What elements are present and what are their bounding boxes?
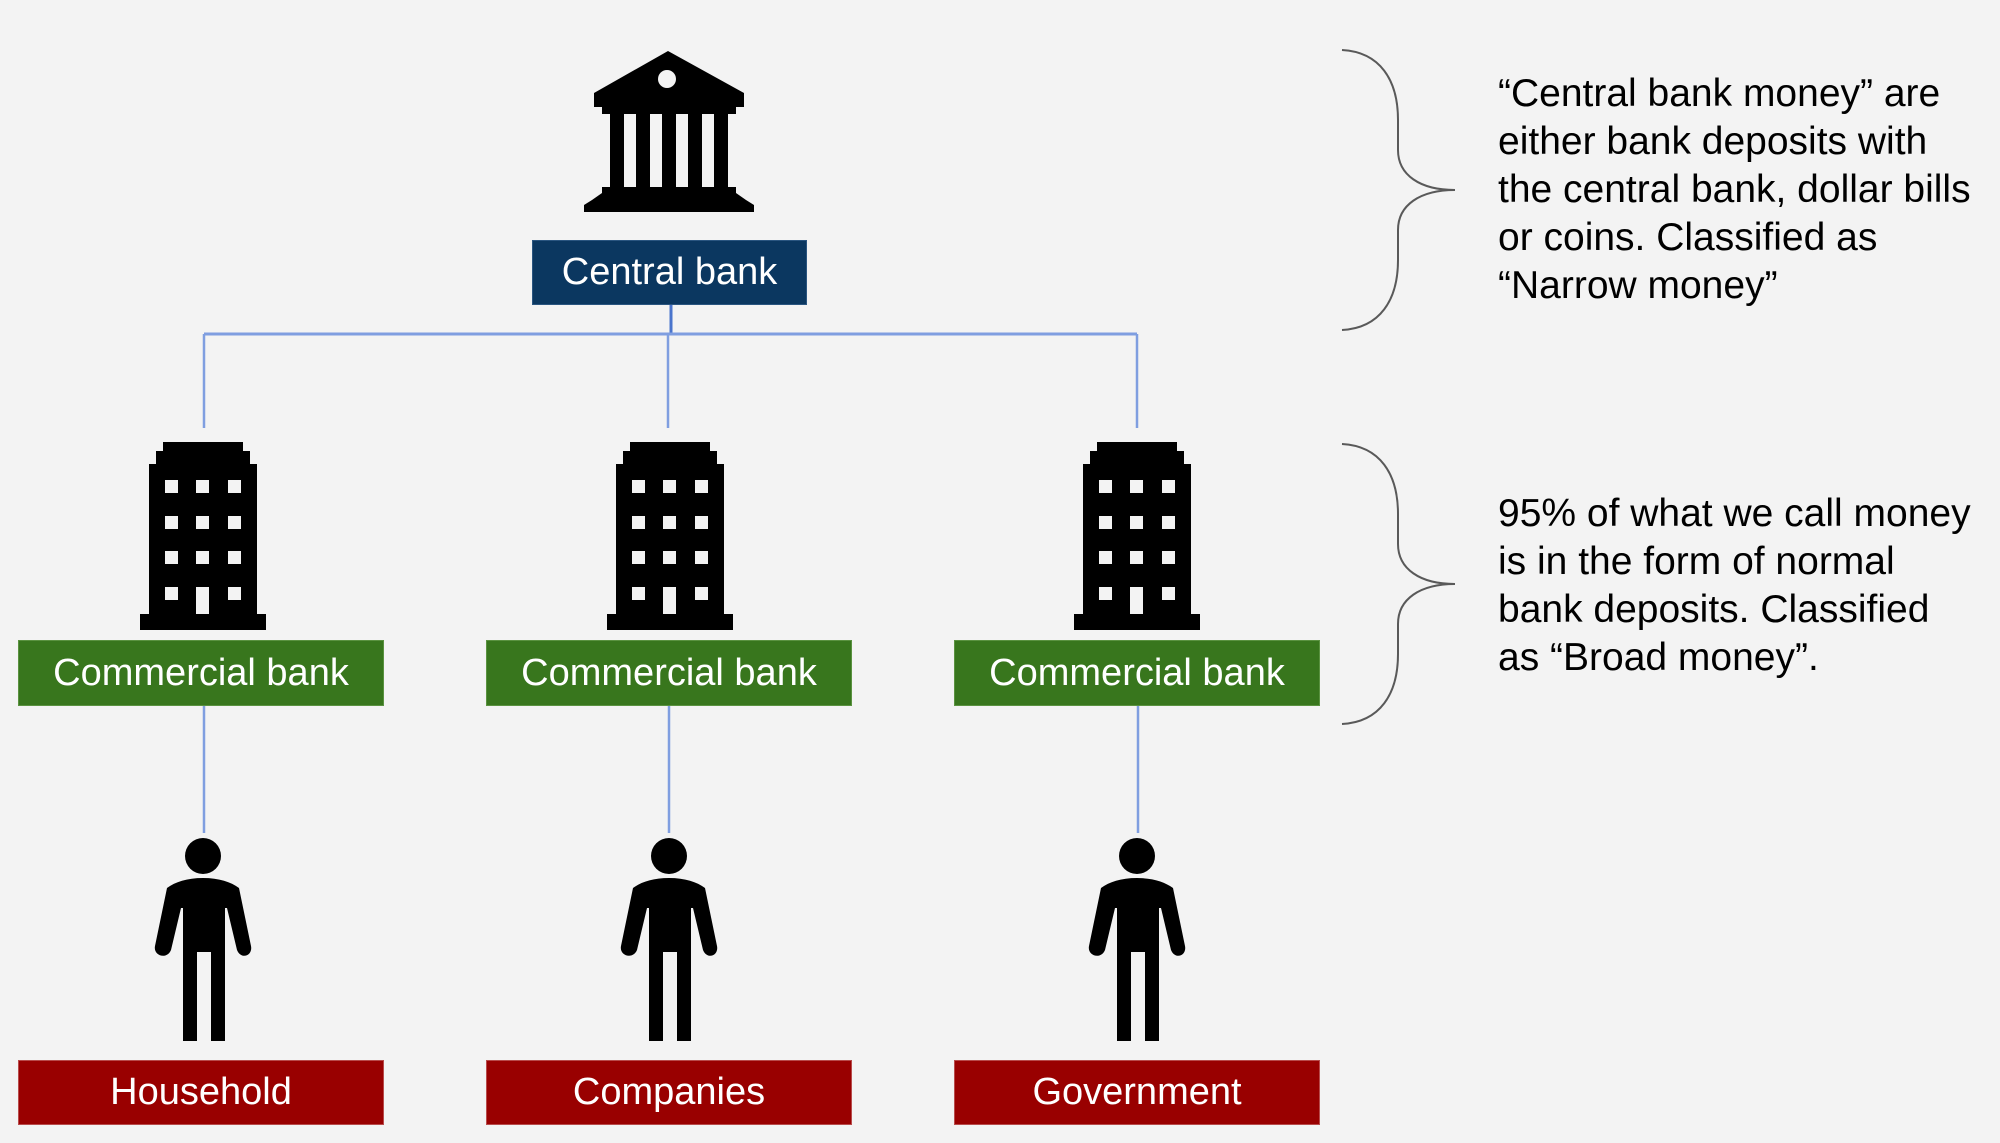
broad-money-annotation: 95% of what we call money is in the form… <box>1498 490 1998 682</box>
office-building-icon <box>1074 442 1200 630</box>
annotation-line: as “Broad money”. <box>1498 636 1819 679</box>
office-building-icon <box>140 442 266 630</box>
annotation-line: “Central bank money” are <box>1498 72 1941 115</box>
commercial-bank-box-0: Commercial bank <box>18 640 384 706</box>
annotation-line: 95% of what we call money <box>1498 492 1971 535</box>
annotation-line: is in the form of normal <box>1498 540 1895 583</box>
office-building-icon <box>607 442 733 630</box>
commercial-bank-label: Commercial bank <box>521 651 817 694</box>
central-bank-box: Central bank <box>532 240 807 305</box>
client-box-household: Household <box>18 1060 384 1125</box>
brace-broad-money <box>1341 443 1456 725</box>
client-label: Companies <box>572 1071 766 1113</box>
annotation-line: or coins. Classified as <box>1498 216 1878 259</box>
client-label: Government <box>1032 1071 1242 1113</box>
annotation-line: bank deposits. Classified <box>1498 588 1930 631</box>
person-icon <box>154 838 252 1041</box>
client-label: Household <box>110 1071 292 1113</box>
annotation-line: either bank deposits with <box>1498 120 1928 163</box>
commercial-bank-box-2: Commercial bank <box>954 640 1320 706</box>
bank-building-icon <box>584 51 754 212</box>
person-icon <box>620 838 718 1041</box>
commercial-bank-label: Commercial bank <box>53 651 349 694</box>
commercial-bank-label: Commercial bank <box>989 651 1285 694</box>
central-bank-label: Central bank <box>561 251 778 293</box>
client-box-government: Government <box>954 1060 1320 1125</box>
annotation-line: “Narrow money” <box>1498 264 1778 307</box>
brace-narrow-money <box>1341 49 1456 331</box>
client-box-companies: Companies <box>486 1060 852 1125</box>
narrow-money-annotation: “Central bank money” are either bank dep… <box>1498 70 1998 310</box>
commercial-bank-box-1: Commercial bank <box>486 640 852 706</box>
person-icon <box>1088 838 1186 1041</box>
annotation-line: the central bank, dollar bills <box>1498 168 1971 211</box>
